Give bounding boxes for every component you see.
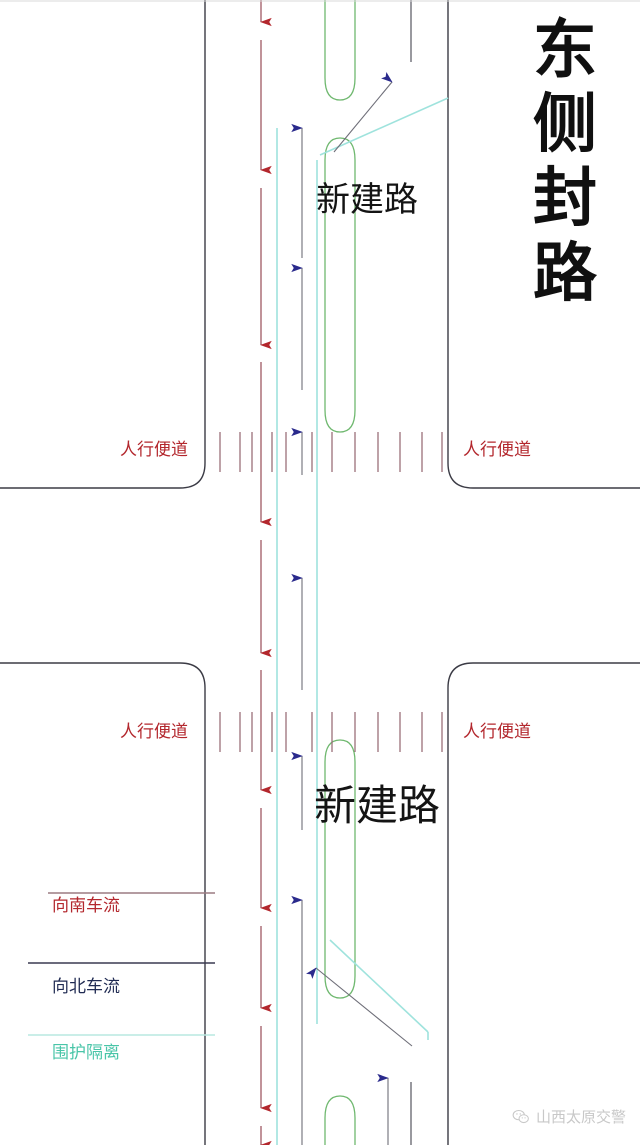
- median-island-south-1: [324, 739, 356, 999]
- median-island-south-2: [324, 1095, 356, 1145]
- median-islands: [324, 0, 356, 1145]
- barrier-lines: [276, 97, 449, 1145]
- barrier-diagonal-upper: [319, 97, 449, 156]
- main-road-east-edge-north: [447, 0, 640, 489]
- northbound-arrow-diagonal-upper: [333, 71, 393, 153]
- median-island-north-1: [324, 0, 356, 101]
- crosswalk-south: [219, 712, 443, 752]
- crosswalk-north: [219, 432, 443, 472]
- main-road-west-edge-middle: [0, 662, 206, 1145]
- legend-swatches: [28, 892, 215, 1036]
- barrier-diagonal-lower: [329, 939, 429, 1033]
- main-road-west-edge-north: [0, 0, 206, 489]
- northbound-arrow-diagonal-lower: [306, 967, 413, 1047]
- main-road-east-edge-middle: [447, 662, 640, 1145]
- northbound-flow-arrows: [291, 71, 413, 1145]
- median-island-north-2: [324, 137, 356, 433]
